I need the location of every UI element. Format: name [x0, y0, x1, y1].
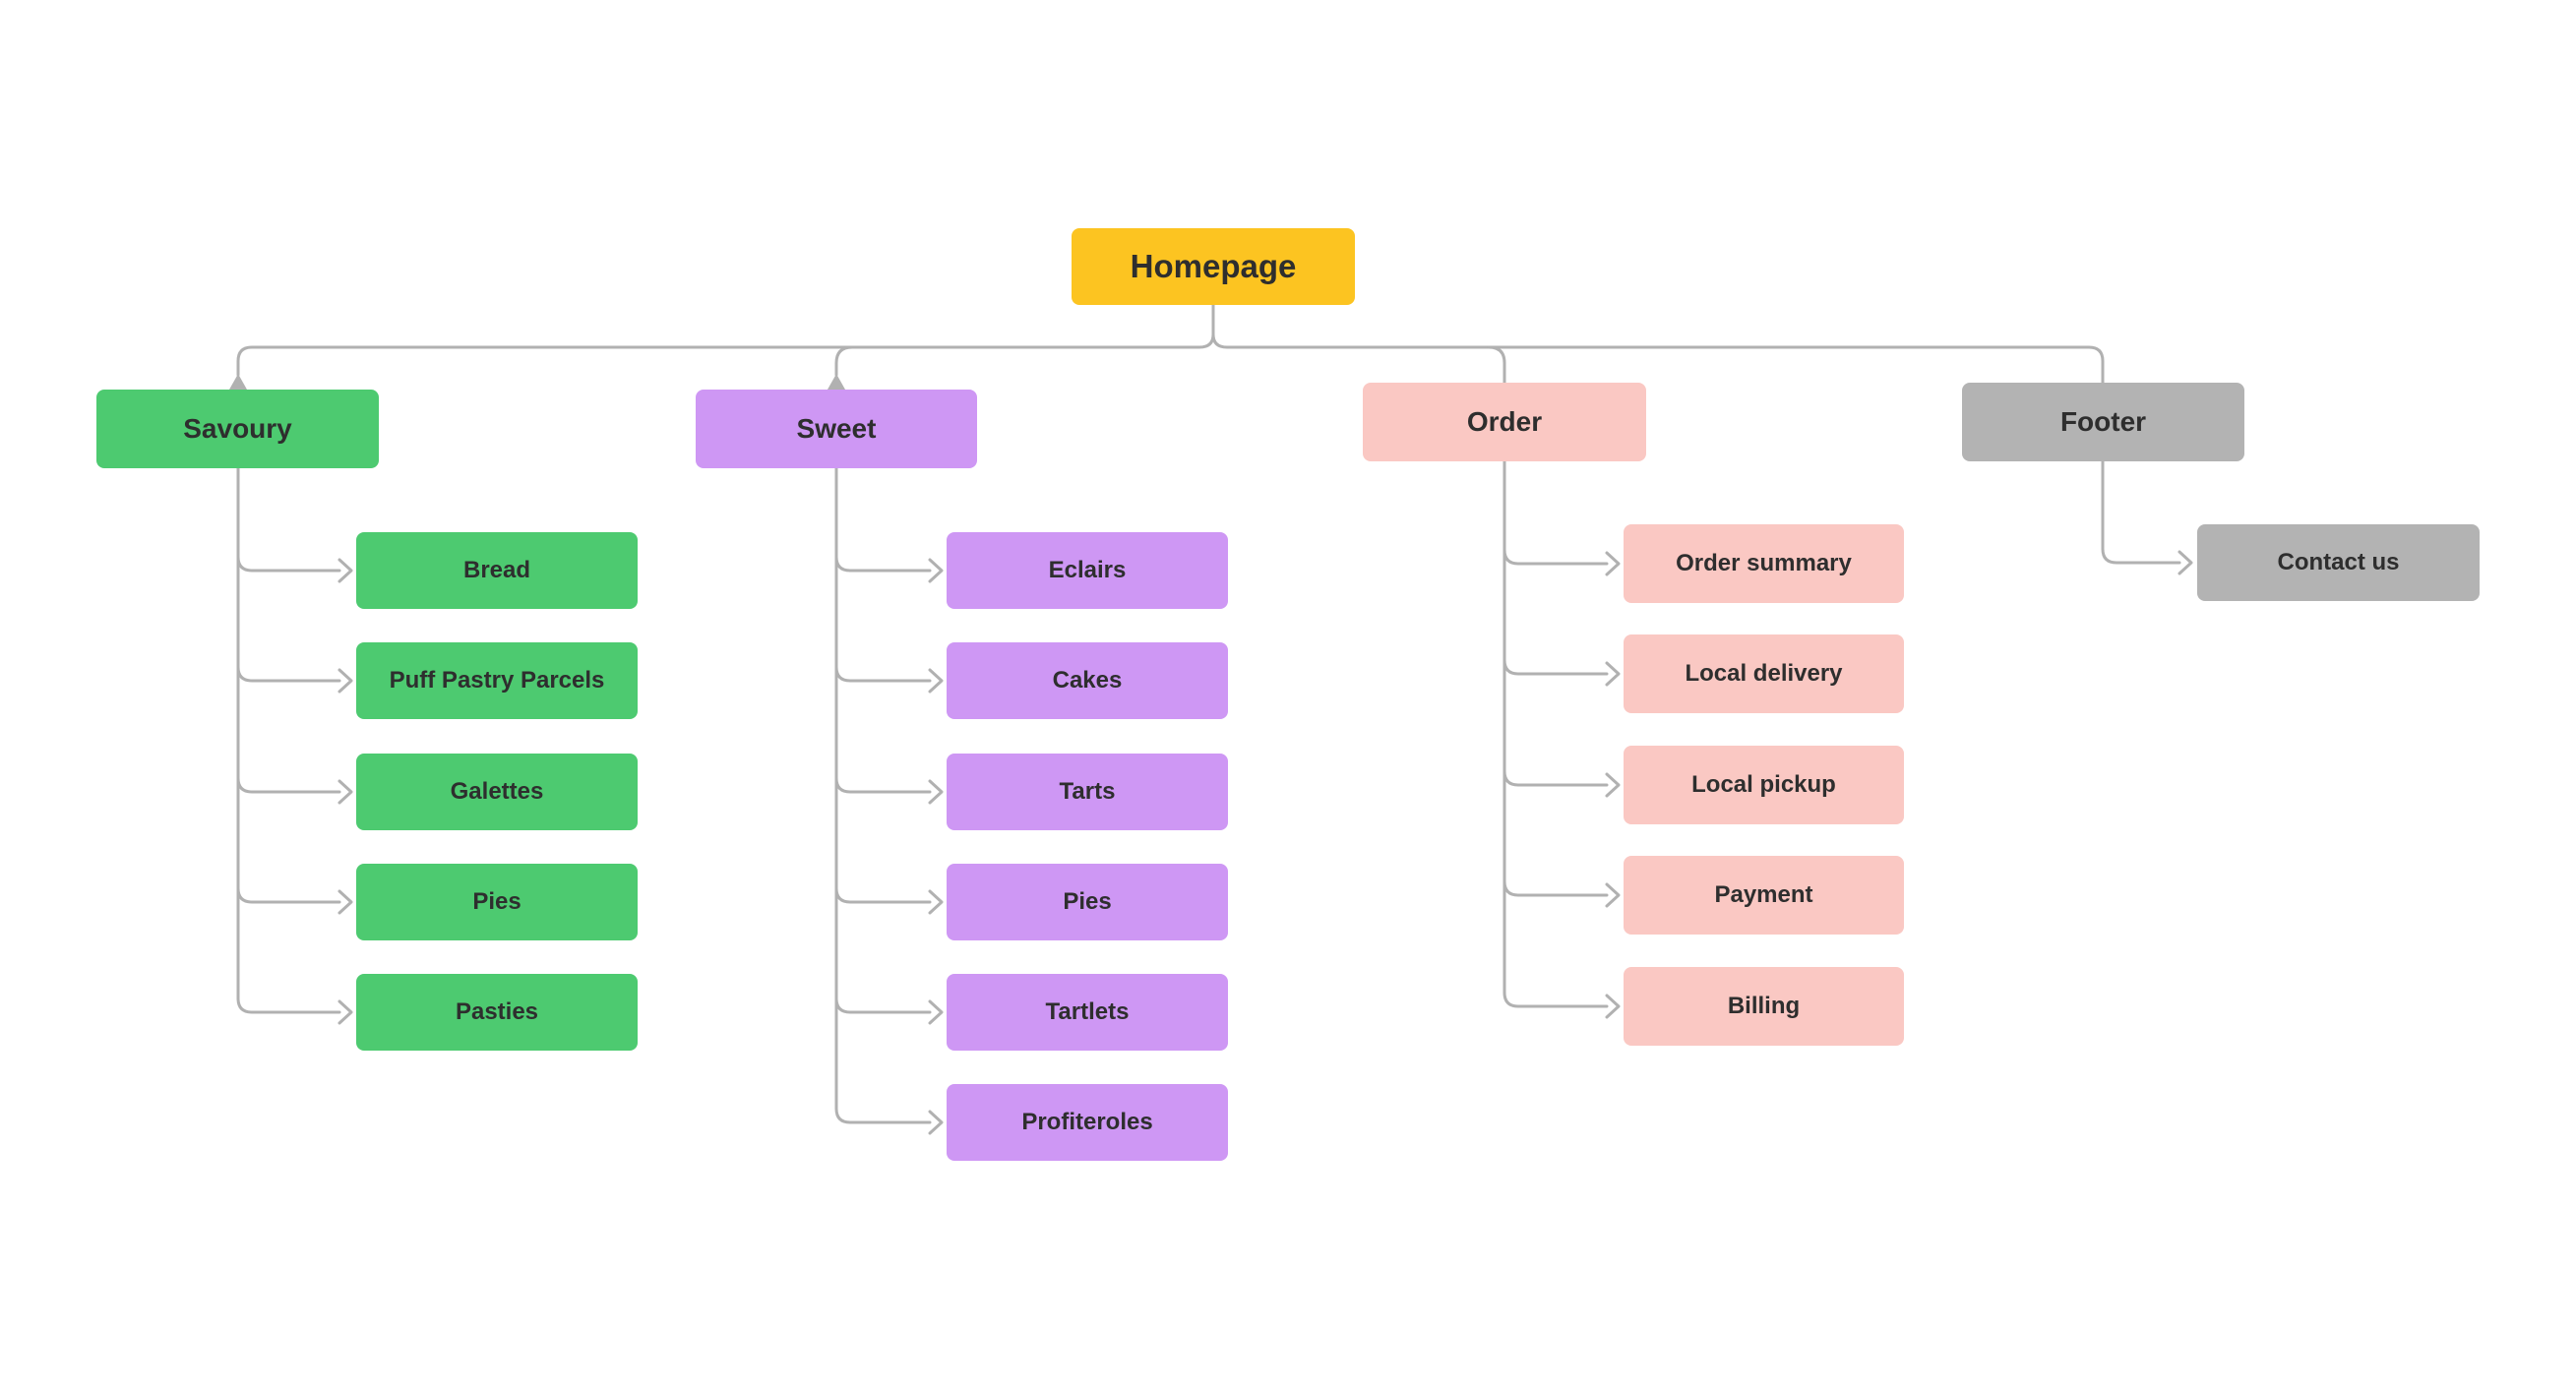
node-puff-pastry-parcels[interactable]: Puff Pastry Parcels	[356, 642, 638, 719]
connector-sweet-branch-4	[834, 886, 932, 904]
connector-bus-to-order	[1487, 345, 1506, 385]
node-galettes-label: Galettes	[450, 778, 544, 805]
connector-savoury-branch-4	[236, 886, 341, 904]
node-local-pickup[interactable]: Local pickup	[1624, 746, 1904, 824]
node-profiteroles[interactable]: Profiteroles	[947, 1084, 1228, 1161]
node-sweet-pies-label: Pies	[1063, 888, 1112, 915]
arrowhead-sweet-3	[928, 779, 944, 805]
arrowhead-order-1	[1605, 551, 1621, 576]
connector-order-branch-4	[1503, 879, 1609, 897]
node-cakes[interactable]: Cakes	[947, 642, 1228, 719]
arrowhead-sweet-top	[828, 374, 845, 390]
connector-sweet-branch-3	[834, 776, 932, 794]
connector-order-branch-2	[1503, 658, 1609, 676]
node-cakes-label: Cakes	[1052, 667, 1123, 694]
node-bread-label: Bread	[462, 557, 531, 583]
connector-savoury-branch-2	[236, 665, 341, 683]
node-billing-label: Billing	[1727, 993, 1801, 1019]
arrowhead-sweet-6	[928, 1110, 944, 1135]
node-contact-us-label: Contact us	[2277, 549, 2400, 575]
node-payment[interactable]: Payment	[1624, 856, 1904, 935]
arrowhead-savoury-1	[337, 558, 353, 583]
node-local-pickup-label: Local pickup	[1691, 771, 1836, 798]
arrowhead-savoury-top	[229, 374, 247, 390]
arrowhead-footer-1	[2177, 550, 2193, 575]
node-local-delivery-label: Local delivery	[1685, 660, 1843, 687]
connector-savoury-branch-1	[236, 555, 341, 573]
node-sweet-pies[interactable]: Pies	[947, 864, 1228, 940]
node-billing[interactable]: Billing	[1624, 967, 1904, 1046]
node-local-delivery[interactable]: Local delivery	[1624, 634, 1904, 713]
node-eclairs[interactable]: Eclairs	[947, 532, 1228, 609]
node-profiteroles-label: Profiteroles	[1021, 1109, 1153, 1135]
node-order-summary[interactable]: Order summary	[1624, 524, 1904, 603]
node-pasties-label: Pasties	[455, 998, 539, 1025]
node-order-label: Order	[1466, 406, 1543, 437]
node-tartlets-label: Tartlets	[1045, 998, 1130, 1025]
node-pasties[interactable]: Pasties	[356, 974, 638, 1051]
connector-footer-trunk	[2101, 459, 2181, 565]
connector-sweet-branch-2	[834, 665, 932, 683]
connector-homepage-to-savoury	[236, 303, 1215, 377]
node-savoury-label: Savoury	[183, 413, 292, 444]
node-sweet-label: Sweet	[796, 413, 877, 444]
connector-order-trunk	[1503, 459, 1609, 1008]
arrowhead-sweet-1	[928, 558, 944, 583]
node-order-summary-label: Order summary	[1676, 550, 1852, 576]
node-savoury-pies[interactable]: Pies	[356, 864, 638, 940]
arrowhead-order-3	[1605, 772, 1621, 798]
connector-homepage-to-footer	[1211, 303, 2105, 385]
arrowhead-sweet-5	[928, 999, 944, 1025]
node-savoury-pies-label: Pies	[472, 888, 521, 915]
arrowhead-savoury-4	[337, 889, 353, 915]
node-payment-label: Payment	[1714, 881, 1813, 908]
node-eclairs-label: Eclairs	[1048, 557, 1127, 583]
arrowhead-sweet-2	[928, 668, 944, 694]
connector-sweet-branch-1	[834, 555, 932, 573]
node-tarts[interactable]: Tarts	[947, 754, 1228, 830]
connector-sweet-trunk	[834, 466, 932, 1124]
arrowhead-order-2	[1605, 661, 1621, 687]
connector-order-branch-1	[1503, 548, 1609, 566]
node-puff-pastry-parcels-label: Puff Pastry Parcels	[389, 667, 605, 694]
node-tarts-label: Tarts	[1059, 778, 1116, 805]
node-order[interactable]: Order	[1363, 383, 1646, 461]
arrowhead-savoury-3	[337, 779, 353, 805]
node-galettes[interactable]: Galettes	[356, 754, 638, 830]
arrowhead-order-4	[1605, 882, 1621, 908]
node-bread[interactable]: Bread	[356, 532, 638, 609]
node-homepage-label: Homepage	[1130, 248, 1297, 284]
node-tartlets[interactable]: Tartlets	[947, 974, 1228, 1051]
arrowhead-savoury-5	[337, 999, 353, 1025]
arrowhead-order-5	[1605, 994, 1621, 1019]
node-contact-us[interactable]: Contact us	[2197, 524, 2480, 601]
node-footer[interactable]: Footer	[1962, 383, 2244, 461]
node-homepage[interactable]: Homepage	[1072, 228, 1355, 305]
arrowhead-sweet-4	[928, 889, 944, 915]
connector-sweet-branch-5	[834, 996, 932, 1014]
node-sweet[interactable]: Sweet	[696, 390, 977, 468]
node-footer-label: Footer	[2059, 406, 2147, 437]
connector-savoury-branch-3	[236, 776, 341, 794]
node-savoury[interactable]: Savoury	[96, 390, 379, 468]
arrowhead-savoury-2	[337, 668, 353, 694]
connector-order-branch-3	[1503, 769, 1609, 787]
connector-savoury-trunk	[236, 466, 341, 1014]
connector-bus-to-sweet	[834, 345, 854, 377]
